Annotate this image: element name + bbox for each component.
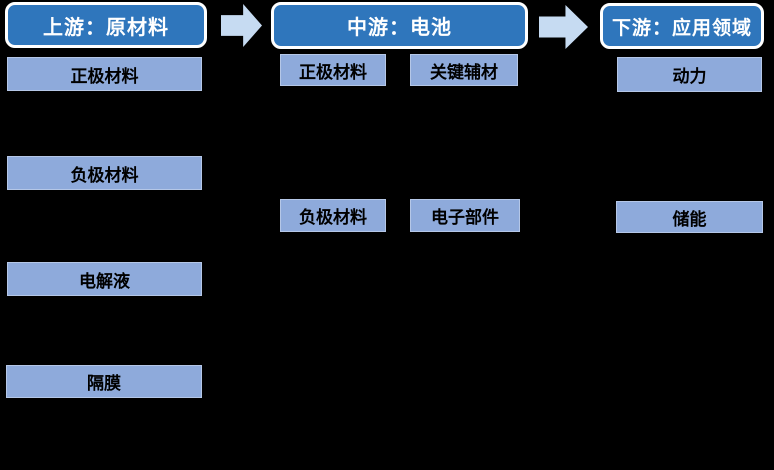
box-midstream-key-auxiliary-materials: 关键辅材: [410, 54, 518, 86]
box-upstream-cathode-materials: 正极材料: [7, 57, 202, 91]
header-downstream: 下游：应用领域: [600, 3, 764, 49]
header-midstream: 中游：电池: [271, 2, 528, 49]
header-upstream: 上游：原材料: [5, 2, 207, 48]
arrow-right-icon: [539, 5, 588, 49]
box-downstream-power: 动力: [617, 57, 762, 92]
box-upstream-anode-materials: 负极材料: [7, 156, 202, 190]
box-upstream-separator: 隔膜: [6, 365, 202, 398]
box-midstream-cathode-materials: 正极材料: [280, 54, 386, 86]
box-upstream-electrolyte: 电解液: [7, 262, 202, 296]
box-midstream-anode-materials: 负极材料: [280, 199, 386, 232]
box-downstream-energy-storage: 储能: [616, 201, 763, 233]
arrow-right-icon: [221, 4, 262, 47]
box-midstream-electronic-components: 电子部件: [410, 199, 520, 232]
